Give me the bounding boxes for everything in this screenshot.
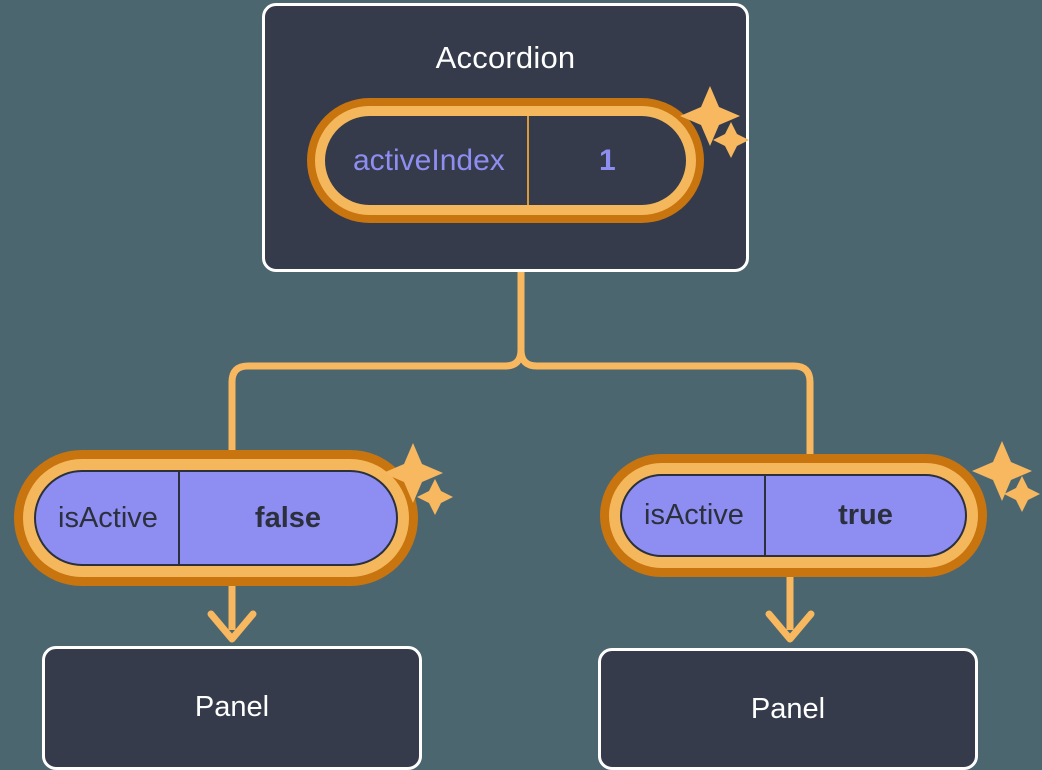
state-pill-value: 1 [526, 116, 686, 205]
arrow-down-icon-left [207, 610, 257, 643]
prop-pill-left-value: false [177, 472, 396, 564]
panel-right-title: Panel [750, 693, 826, 725]
sparkle-icon-root-big [680, 86, 740, 146]
arrow-down-icon-right [765, 610, 815, 643]
prop-pill-left-key: isActive [58, 501, 158, 534]
prop-pill-right-ring-inner: isActive true [609, 463, 978, 568]
page-title: Accordion [435, 40, 576, 75]
sparkle-icon-left-big [383, 443, 443, 503]
panel-left-title: Panel [194, 691, 270, 723]
sparkle-icon-root-small [713, 122, 749, 158]
prop-pill-isactive-right[interactable]: isActive true [600, 454, 987, 577]
prop-pill-right-value: true [763, 476, 965, 555]
node-panel-left-card[interactable]: Panel [42, 646, 422, 770]
prop-pill-isactive-left[interactable]: isActive false [14, 450, 418, 586]
state-pill-activeindex[interactable]: activeIndex 1 [307, 98, 704, 223]
prop-pill-left-ring-inner: isActive false [23, 459, 409, 577]
sparkle-icon-right-small [1004, 476, 1040, 512]
prop-pill-right-key: isActive [644, 499, 744, 531]
prop-pill-right-body: isActive true [620, 474, 967, 557]
node-panel-right-card[interactable]: Panel [598, 648, 978, 770]
edge-root-to-right-pill [517, 268, 814, 470]
state-pill-body: activeIndex 1 [325, 116, 686, 205]
sparkle-icon-left-small [417, 479, 453, 515]
state-pill-ring-inner: activeIndex 1 [315, 106, 696, 215]
state-pill-key: activeIndex [353, 143, 505, 177]
prop-pill-left-body: isActive false [34, 470, 398, 566]
sparkle-icon-right-big [972, 441, 1032, 501]
